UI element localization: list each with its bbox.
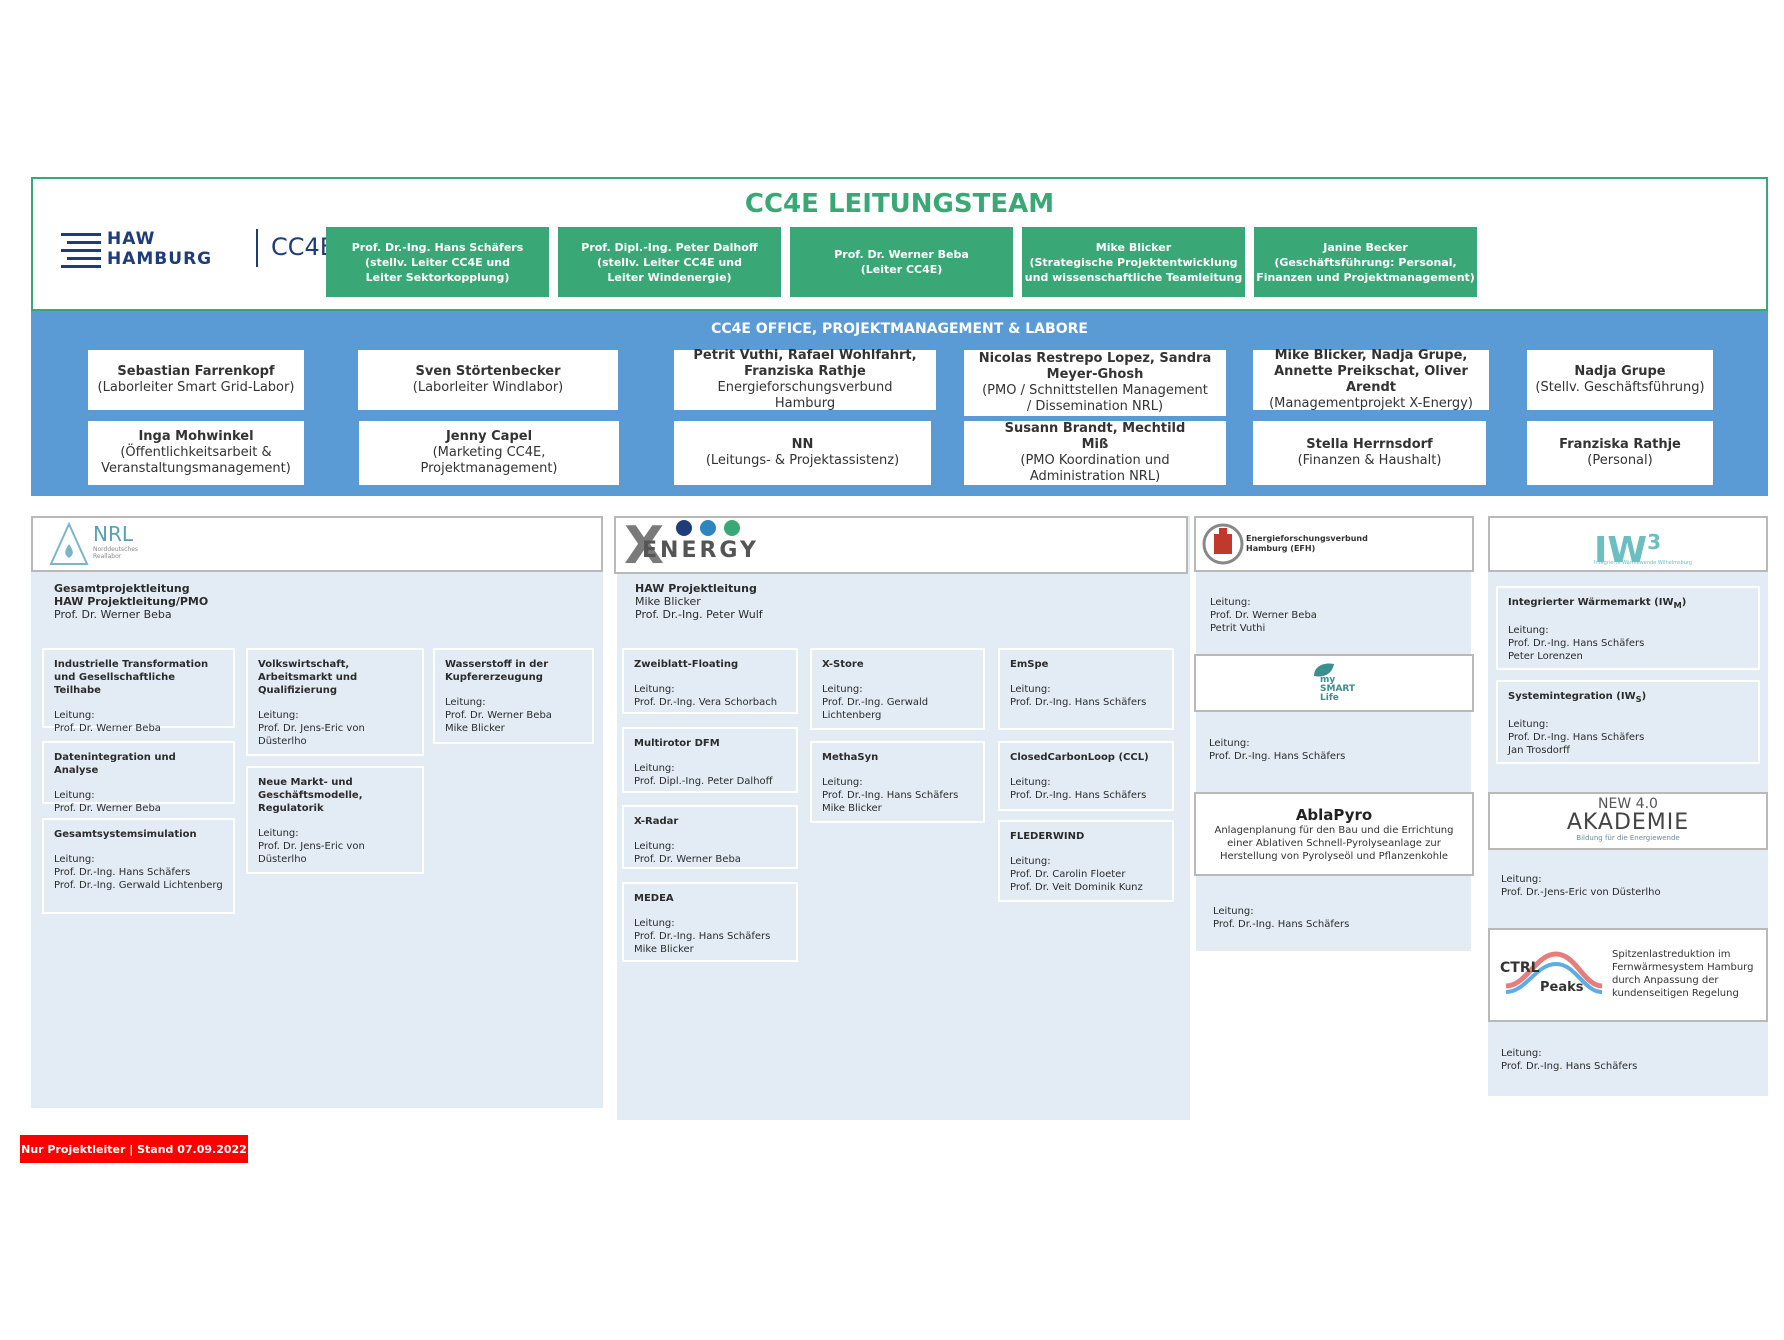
staff-box: Nicolas Restrepo Lopez, Sandra Meyer-Gho… — [964, 350, 1226, 416]
office-title: CC4E OFFICE, PROJEKTMANAGEMENT & LABORE — [711, 321, 1088, 337]
mysmartlife-logo-box: my SMART Life — [1194, 654, 1474, 712]
leader-box: Prof. Dr. Werner Beba(Leiter CC4E) — [790, 227, 1013, 297]
project-box: Neue Markt- und Geschäftsmodelle, Regula… — [246, 766, 424, 874]
droplet-icon — [49, 521, 89, 565]
nrl-logo-sub: Norddeutsches Reallabor — [93, 546, 139, 560]
footer-badge: Nur Projektleiter | Stand 07.09.2022 — [20, 1135, 248, 1163]
staff-box: Nadja Grupe(Stellv. Geschäftsführung) — [1527, 350, 1713, 410]
staff-box: Susann Brandt, Mechtild Miß(PMO Koordina… — [964, 421, 1226, 485]
efh-logo: Energieforschungsverbund Hamburg (EFH) — [1246, 534, 1368, 553]
ablapyro-lead: Leitung:Prof. Dr.-Ing. Hans Schäfers — [1213, 906, 1350, 930]
ctrlpeaks-lead: Leitung:Prof. Dr.-Ing. Hans Schäfers — [1501, 1048, 1638, 1072]
leitungsteam-section: CC4E LEITUNGSTEAM HAW HAMBURG CC4E Prof.… — [31, 177, 1768, 311]
project-box: ClosedCarbonLoop (CCL)Leitung:Prof. Dr.-… — [998, 741, 1174, 811]
efh-seal-icon — [1202, 523, 1244, 565]
haw-hamburg-logo: HAW HAMBURG CC4E — [61, 227, 335, 277]
peaks-wave-icon — [1505, 951, 1603, 994]
leitungsteam-title: CC4E LEITUNGSTEAM — [744, 189, 1055, 219]
staff-box: Stella Herrnsdorf(Finanzen & Haushalt) — [1253, 421, 1486, 485]
leader-box: Prof. Dr.-Ing. Hans Schäfers(stellv. Lei… — [326, 227, 549, 297]
staff-box: Petrit Vuthi, Rafael Wohlfahrt, Franzisk… — [674, 348, 936, 411]
staff-box: Inga Mohwinkel(Öffentlichkeitsarbeit & V… — [88, 421, 304, 485]
iw3-header: IW3 Integrierte Wärmewende Wilhelmsburg — [1488, 516, 1768, 572]
logo-cc4e: CC4E — [271, 233, 335, 261]
akademie-sub: Bildung für die Energiewende — [1576, 834, 1680, 842]
staff-box: Mike Blicker, Nadja Grupe, Annette Preik… — [1253, 348, 1489, 411]
project-box: Volkswirtschaft, Arbeitsmarkt und Qualif… — [246, 648, 424, 756]
staff-box: Franziska Rathje(Personal) — [1527, 421, 1713, 485]
efh-panel — [1196, 516, 1471, 951]
new40-logo: NEW 4.0 — [1598, 796, 1658, 812]
efh-header: Energieforschungsverbund Hamburg (EFH) — [1194, 516, 1474, 572]
nrl-logo: NRL — [93, 522, 133, 546]
staff-box: Sven Störtenbecker(Laborleiter Windlabor… — [358, 350, 618, 410]
iw3-logo: IW3 — [1594, 530, 1662, 571]
akademie-logo: AKADEMIE — [1566, 810, 1690, 835]
energy-icons — [676, 520, 740, 536]
leader-box: Mike Blicker(Strategische Projektentwick… — [1022, 227, 1245, 297]
ctrlpeaks-desc: Spitzenlastreduktion im Fernwärmesystem … — [1612, 949, 1754, 999]
leaf-icon — [1314, 663, 1334, 677]
project-box: Industrielle Transformation und Gesellsc… — [42, 648, 235, 734]
ablapyro-box: AblaPyro Anlagenplanung für den Bau und … — [1194, 792, 1474, 876]
xenergy-header: X ENERGY — [614, 516, 1188, 574]
leader-box: Prof. Dipl.-Ing. Peter Dalhoff(stellv. L… — [558, 227, 781, 297]
logo-haw: HAW — [107, 229, 156, 249]
staff-box: NN(Leitungs- & Projektassistenz) — [674, 421, 931, 485]
mysmartlife-lead: Leitung:Prof. Dr.-Ing. Hans Schäfers — [1209, 738, 1346, 762]
ablapyro-title: AblaPyro — [1295, 806, 1373, 824]
staff-box: Sebastian Farrenkopf(Laborleiter Smart G… — [88, 350, 304, 410]
leader-box: Janine Becker(Geschäftsführung: Personal… — [1254, 227, 1477, 297]
staff-box: Jenny Capel(Marketing CC4E, Projektmanag… — [359, 421, 619, 485]
peaks-logo: Peaks — [1540, 980, 1584, 995]
iw3-logo-sub: Integrierte Wärmewende Wilhelmsburg — [1594, 560, 1693, 566]
project-box: Systemintegration (IWS)Leitung:Prof. Dr.… — [1496, 680, 1760, 764]
xenergy-logo-x: X — [624, 516, 665, 576]
office-section: CC4E OFFICE, PROJEKTMANAGEMENT & LABORE … — [31, 311, 1768, 496]
akademie-logo-box: NEW 4.0 AKADEMIE Bildung für die Energie… — [1488, 792, 1768, 850]
ctrl-logo: CTRL — [1500, 960, 1540, 976]
mysmartlife-logo: my SMART Life — [1320, 675, 1356, 703]
ctrlpeaks-box: CTRL Peaks Spitzenlastreduktion im Fernw… — [1488, 928, 1768, 1022]
ablapyro-desc: Anlagenplanung für den Bau und die Erric… — [1214, 825, 1454, 862]
logo-hamburg: HAMBURG — [107, 249, 213, 269]
xenergy-logo: ENERGY — [642, 538, 759, 563]
nrl-header: NRL Norddeutsches Reallabor — [31, 516, 603, 572]
akademie-lead: Leitung:Prof. Dr.-Jens-Eric von Düsterlh… — [1501, 874, 1661, 898]
project-box: Integrierter Wärmemarkt (IWM)Leitung:Pro… — [1496, 586, 1760, 670]
haw-stripes-icon — [61, 233, 101, 268]
